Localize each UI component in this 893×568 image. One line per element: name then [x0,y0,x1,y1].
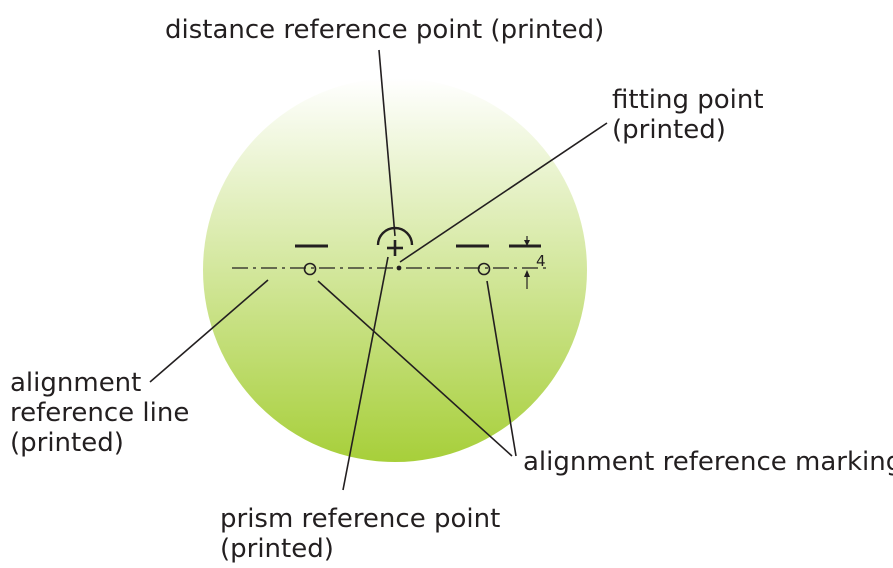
leader-marking-left [317,280,513,457]
leader-fitting-point [399,122,608,263]
left-alignment-marking [303,262,317,276]
leader-marking-right [486,280,517,457]
fitting-point [396,265,402,271]
label-distance-reference-point: distance reference point (printed) [165,15,604,45]
label-alignment-line-2: reference line [10,398,189,428]
leader-alignment-line [149,279,269,383]
dimension-arrowhead-top [524,240,530,246]
label-fitting-point: fitting point [612,85,764,115]
lens-blank [203,78,587,462]
dimension-value: 4 [536,252,546,270]
leader-prism-reference [342,256,389,491]
leader-distance-reference [378,49,396,237]
label-prism-reference-point: prism reference point [220,504,500,534]
label-fitting-point-printed: (printed) [612,115,726,145]
right-alignment-marking [477,262,491,276]
label-alignment-line-3: (printed) [10,428,124,458]
label-alignment-line-1: alignment [10,368,141,398]
label-alignment-reference-marking: alignment reference marking [523,447,893,477]
label-prism-reference-printed: (printed) [220,534,334,564]
dimension-arrowhead-bottom [524,270,530,277]
